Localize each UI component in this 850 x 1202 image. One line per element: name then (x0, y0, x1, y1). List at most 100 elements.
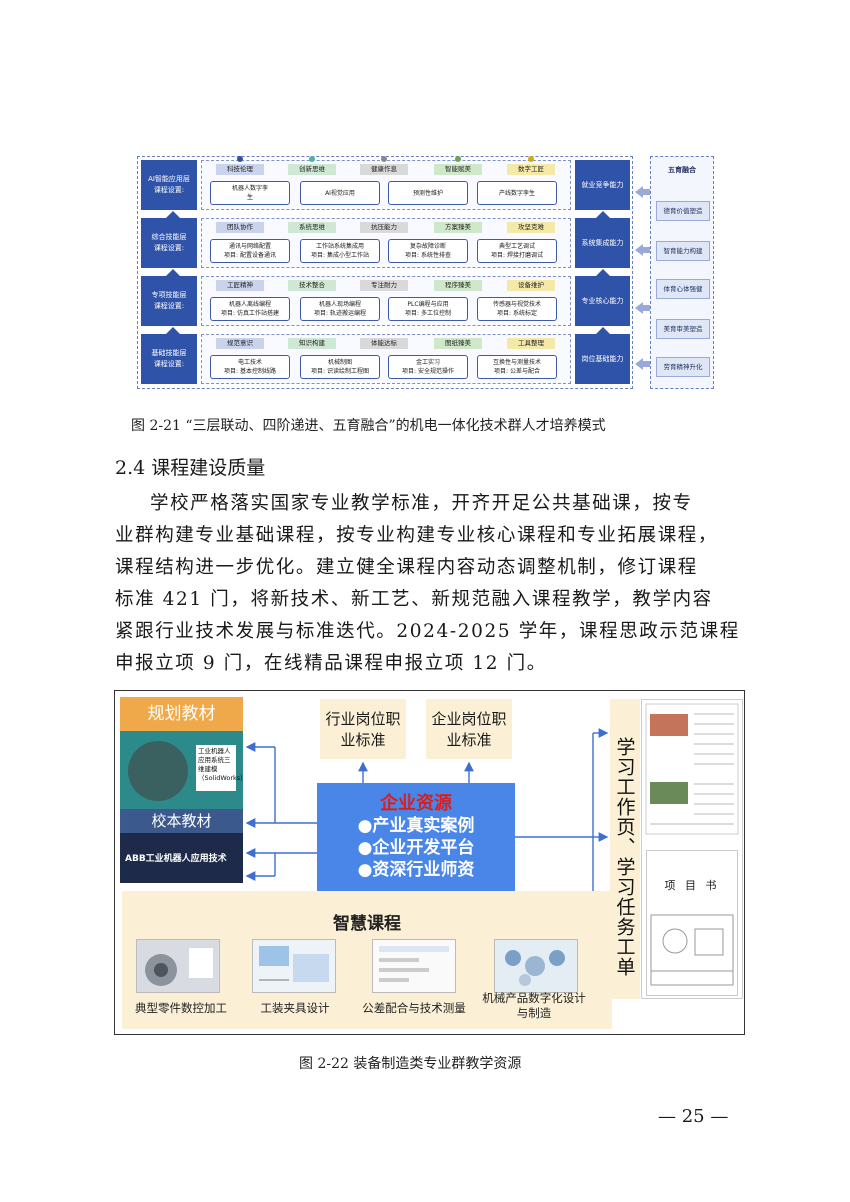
course-cell: 工作站系统集成用项目: 集成小型工作站 (300, 239, 380, 263)
quality-tag: 攻坚克难 (507, 222, 555, 233)
five-education-item: 美育审美塑造 (656, 319, 710, 339)
level-up-arrow (595, 327, 611, 335)
worksheet-page-1 (645, 703, 739, 835)
course-name: PLC编程与应用 (407, 301, 449, 308)
enterprise-resource-item: ●资深行业师资 (357, 860, 475, 880)
course-cell: AI视觉应用 (300, 181, 380, 205)
five-education-item: 体育心体强健 (656, 279, 710, 299)
course-image-digital-design (494, 939, 578, 993)
row-level-name: 专项技能层 (151, 291, 187, 299)
course-project: 项目: 轨迹搬运编程 (314, 310, 366, 317)
course-project: 项目: 配置设备通讯 (224, 252, 276, 259)
course-project: 项目: 多工位控制 (405, 310, 451, 317)
row-level-label: 综合技能层课程设置: (141, 218, 197, 268)
course-name: 产线数字孪生 (498, 189, 535, 197)
course-cell: 产线数字孪生 (477, 181, 557, 205)
section-heading: 2.4 课程建设质量 (115, 457, 266, 479)
quality-tag: 智能赋美 (434, 164, 482, 175)
worksheet-preview: 项 目 书 (641, 699, 743, 999)
course-name: 预测性维护 (412, 189, 443, 197)
paragraph-line: 标准 421 门，将新技术、新工艺、新规范融入课程教学，教学内容 (115, 589, 713, 610)
row-ability-label: 专业核心能力 (575, 276, 630, 326)
tag-marker-dot (381, 156, 387, 162)
course-label: 公差配合与技术测量 (362, 1001, 466, 1015)
paragraph-line: 申报立项 9 门，在线精品课程申报立项 12 门。 (115, 653, 547, 674)
course-cell: 传感器与视觉技术项目: 系统标定 (477, 297, 557, 321)
quality-tag: 工匠精神 (216, 280, 264, 291)
enterprise-standard-line2: 业标准 (446, 731, 492, 749)
side-connector-arrows (635, 186, 650, 370)
five-education-item: 智育能力构建 (656, 241, 710, 261)
industry-standard-line1: 行业岗位职 (325, 710, 401, 728)
level-up-arrow (165, 269, 181, 277)
quality-tag: 程序臻美 (434, 280, 482, 291)
worksheet-page-2: 项 目 书 (646, 850, 738, 996)
enterprise-resources-box: 企业资源 ●产业真实案例 ●企业开发平台 ●资深行业师资 (317, 783, 515, 891)
row-course-setting: 课程设置: (153, 360, 185, 368)
row-course-setting: 课程设置: (153, 186, 185, 194)
course-cell: 复杂故障诊断项目: 系统性排查 (388, 239, 468, 263)
row-course-setting: 课程设置: (153, 302, 185, 310)
course-cell: 机械制图项目: 识读绘制工程图 (300, 355, 380, 379)
quality-tag: 图纸臻美 (434, 338, 482, 349)
course-name: 电工技术 (237, 359, 262, 366)
five-education-item: 劳育精神升化 (656, 357, 710, 377)
quality-tag: 抗压能力 (360, 222, 408, 233)
course-name: 机械制图 (327, 359, 352, 366)
quality-tag: 体能达标 (360, 338, 408, 349)
course-name: 典型工艺调试 (498, 243, 535, 250)
paragraph-line: 紧跟行业技术发展与标准迭代。2024-2025 学年，课程思政示范课程 (115, 621, 740, 642)
book-cover-2-title: ABB工业机器人应用技术 (125, 854, 227, 864)
course-project: 生 (246, 194, 253, 201)
row-level-label: AI智能应用层课程设置: (141, 160, 197, 210)
course-cell: 通讯与网络配置项目: 配置设备通讯 (210, 239, 290, 263)
worksheet-label-bar: 学习工作页、学习任务工单 (610, 699, 640, 999)
quality-tag: 规范意识 (216, 338, 264, 349)
worksheet-title: 项 目 书 (664, 879, 720, 892)
worksheet-vertical-label: 学习工作页、学习任务工单 (613, 737, 636, 977)
course-name: 互换性与测量技术 (492, 359, 541, 366)
row-content-box: 团队协作系统思维抗压能力方案臻美攻坚克难通讯与网络配置项目: 配置设备通讯工作站… (201, 218, 571, 268)
smart-courses-title: 智慧课程 (333, 914, 401, 934)
course-cell: 互换性与测量技术项目: 公差与配合 (477, 355, 557, 379)
course-name: 传感器与视觉技术 (492, 301, 541, 308)
course-cell: 金工实习项目: 安全规范操作 (388, 355, 468, 379)
course-cell: 机器人离线编程项目: 仿真工作站搭建 (210, 297, 290, 321)
row-level-name: AI智能应用层 (148, 175, 190, 183)
level-up-arrow (165, 211, 181, 219)
course-project: 项目: 系统标定 (497, 310, 537, 317)
figure-caption-2: 图 2-22 装备制造类专业群教学资源 (299, 1056, 522, 1072)
row-course-setting: 课程设置: (153, 244, 185, 252)
teaching-resources-diagram: 规划教材 工业机器人应用系统三维建模（SolidWorks） 校本教材 ABB工… (114, 690, 745, 1035)
quality-tag: 系统思维 (288, 222, 336, 233)
tag-marker-dot (309, 156, 315, 162)
smart-courses-panel: 智慧课程 典型零件数控加工 工装夹具设计 公差配合与技术测量 机械产品数字化设计… (122, 891, 612, 1029)
tag-marker-dot (237, 156, 243, 162)
course-project: 项目: 公差与配合 (494, 368, 540, 375)
row-level-name: 综合技能层 (151, 233, 187, 241)
course-cell: 典型工艺调试项目: 焊接打磨调试 (477, 239, 557, 263)
course-project: 项目: 焊接打磨调试 (491, 252, 543, 259)
row-level-label: 基础技能层课程设置: (141, 334, 197, 384)
course-label: 工装夹具设计 (260, 1001, 330, 1015)
course-name: 机器人离线编程 (228, 301, 271, 308)
course-label: 机械产品数字化设计与制造 (482, 991, 586, 1020)
level-up-arrow (595, 269, 611, 277)
course-project: 项目: 仿真工作站搭建 (221, 310, 279, 317)
course-cell: 电工技术项目: 基本控制线路 (210, 355, 290, 379)
course-cell: 机器人现场编程项目: 轨迹搬运编程 (300, 297, 380, 321)
five-education-item: 德育价值塑造 (656, 201, 710, 221)
row-ability-label: 就业竞争能力 (575, 160, 630, 210)
course-project: 项目: 集成小型工作站 (311, 252, 369, 259)
row-ability-label: 系统集成能力 (575, 218, 630, 268)
page-number: — 25 — (658, 1106, 729, 1127)
school-textbooks-label: 校本教材 (120, 809, 243, 833)
row-level-name: 基础技能层 (151, 349, 187, 357)
book-cover-1: 工业机器人应用系统三维建模（SolidWorks） (120, 731, 247, 809)
course-image-cnc (136, 939, 220, 993)
paragraph-line: 课程结构进一步优化。建立健全课程内容动态调整机制，修订课程 (115, 557, 698, 578)
course-name: 工作站系统集成用 (315, 243, 364, 250)
book-cover-2: ABB工业机器人应用技术 (120, 833, 243, 883)
five-education-title: 五育融合 (668, 166, 696, 174)
